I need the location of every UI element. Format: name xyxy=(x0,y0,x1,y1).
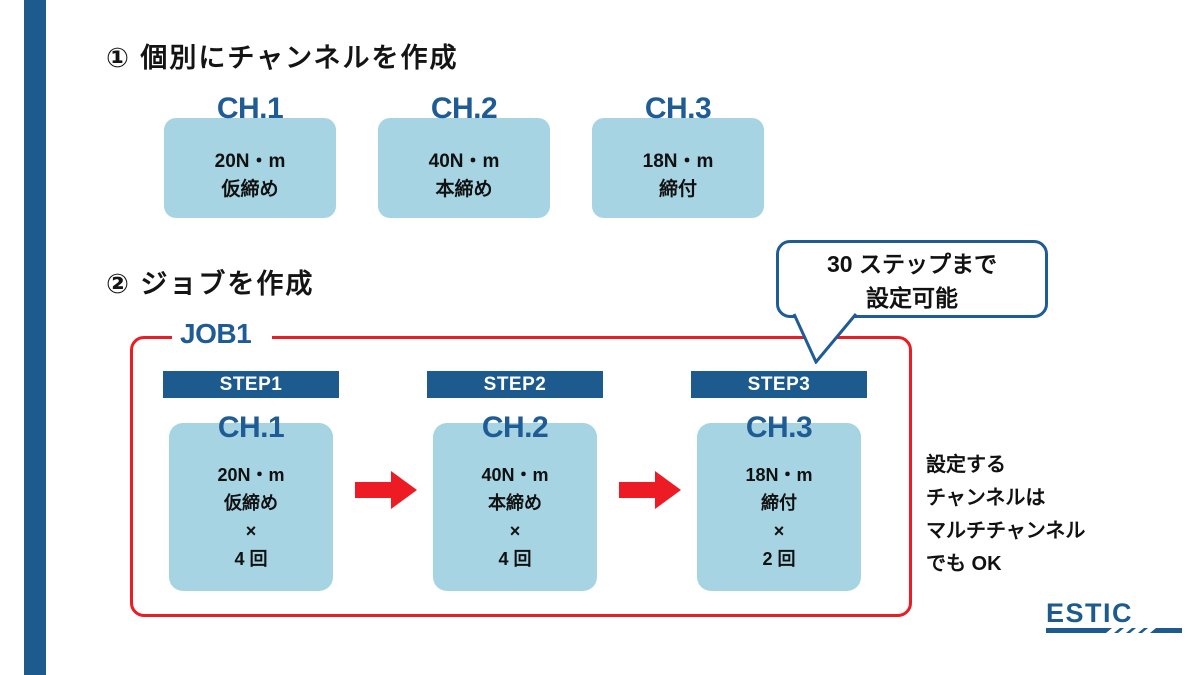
step-3-header: STEP3 xyxy=(691,371,867,398)
channel-card-1-details: 20N・m 仮締め xyxy=(164,148,336,204)
step-1-channel-label: CH.1 xyxy=(217,411,285,444)
step-3-mode: 締付 xyxy=(761,493,797,513)
side-note-line-4: でも OK xyxy=(926,553,1002,575)
step-2-card xyxy=(433,423,597,591)
channel-card-3 xyxy=(592,118,764,218)
step-2-count: 4 回 xyxy=(498,549,532,569)
channel-card-1-label: CH.1 xyxy=(216,92,284,125)
channel-card-1-mode: 仮締め xyxy=(221,179,279,200)
step-1-header: STEP1 xyxy=(163,371,339,398)
step-3-multiply-sign: × xyxy=(773,521,785,541)
side-note-line-3: マルチチャンネル xyxy=(926,520,1086,542)
step-3-count: 2 回 xyxy=(762,549,796,569)
channel-card-2-label: CH.2 xyxy=(430,92,498,125)
job-label: JOB1 xyxy=(180,318,252,349)
step-1-torque: 20N・m xyxy=(217,465,285,485)
callout-line-2: 設定可能 xyxy=(866,285,958,311)
step-1-details: 20N・m 仮締め × 4 回 xyxy=(163,461,339,573)
job-label-gap xyxy=(172,326,272,348)
section-2-heading: ② ジョブを作成 xyxy=(106,269,315,299)
step-2-channel-label: CH.2 xyxy=(481,411,549,444)
arrow-right-icon-2 xyxy=(619,471,681,509)
step-2-multiply-sign: × xyxy=(509,521,521,541)
section-1-heading: ① 個別にチャンネルを作成 xyxy=(106,43,459,73)
step-1-card xyxy=(169,423,333,591)
channel-card-3-label: CH.3 xyxy=(644,92,712,125)
step-3-details: 18N・m 締付 × 2 回 xyxy=(691,461,867,573)
channel-card-2-torque: 40N・m xyxy=(428,151,500,172)
side-note-line-2: チャンネルは xyxy=(926,487,1046,509)
svg-text:ESTIC: ESTIC xyxy=(1046,598,1133,628)
channel-card-3-torque: 18N・m xyxy=(642,151,714,172)
step-1-multiply-sign: × xyxy=(245,521,257,541)
job-frame xyxy=(130,336,912,617)
channel-card-2-details: 40N・m 本締め xyxy=(378,148,550,204)
channel-card-1-torque: 20N・m xyxy=(214,151,286,172)
channel-card-3-details: 18N・m 締付 xyxy=(592,148,764,204)
step-3-torque: 18N・m xyxy=(745,465,813,485)
side-note-line-1: 設定する xyxy=(926,454,1006,476)
channel-card-2 xyxy=(378,118,550,218)
arrow-right-icon-1 xyxy=(355,471,417,509)
step-2-details: 40N・m 本締め × 4 回 xyxy=(427,461,603,573)
channel-card-3-mode: 締付 xyxy=(658,179,697,200)
step-2-mode: 本締め xyxy=(488,493,542,513)
step-1-count: 4 回 xyxy=(234,549,268,569)
step-3-channel-label: CH.3 xyxy=(745,411,813,444)
step-1-mode: 仮締め xyxy=(224,493,278,513)
channel-card-2-mode: 本締め xyxy=(435,179,493,200)
side-note: 設定する チャンネルは マルチチャンネル でも OK xyxy=(926,449,1085,581)
left-accent-bar xyxy=(24,0,46,675)
callout-line-1: 30 ステップまで xyxy=(827,251,997,277)
channel-card-1 xyxy=(164,118,336,218)
callout-bubble-tail xyxy=(790,312,860,365)
estic-logo: ESTIC xyxy=(1046,598,1182,638)
step-2-torque: 40N・m xyxy=(481,465,549,485)
step-2-header: STEP2 xyxy=(427,371,603,398)
step-3-card xyxy=(697,423,861,591)
callout-bubble: 30 ステップまで 設定可能 xyxy=(776,240,1048,318)
